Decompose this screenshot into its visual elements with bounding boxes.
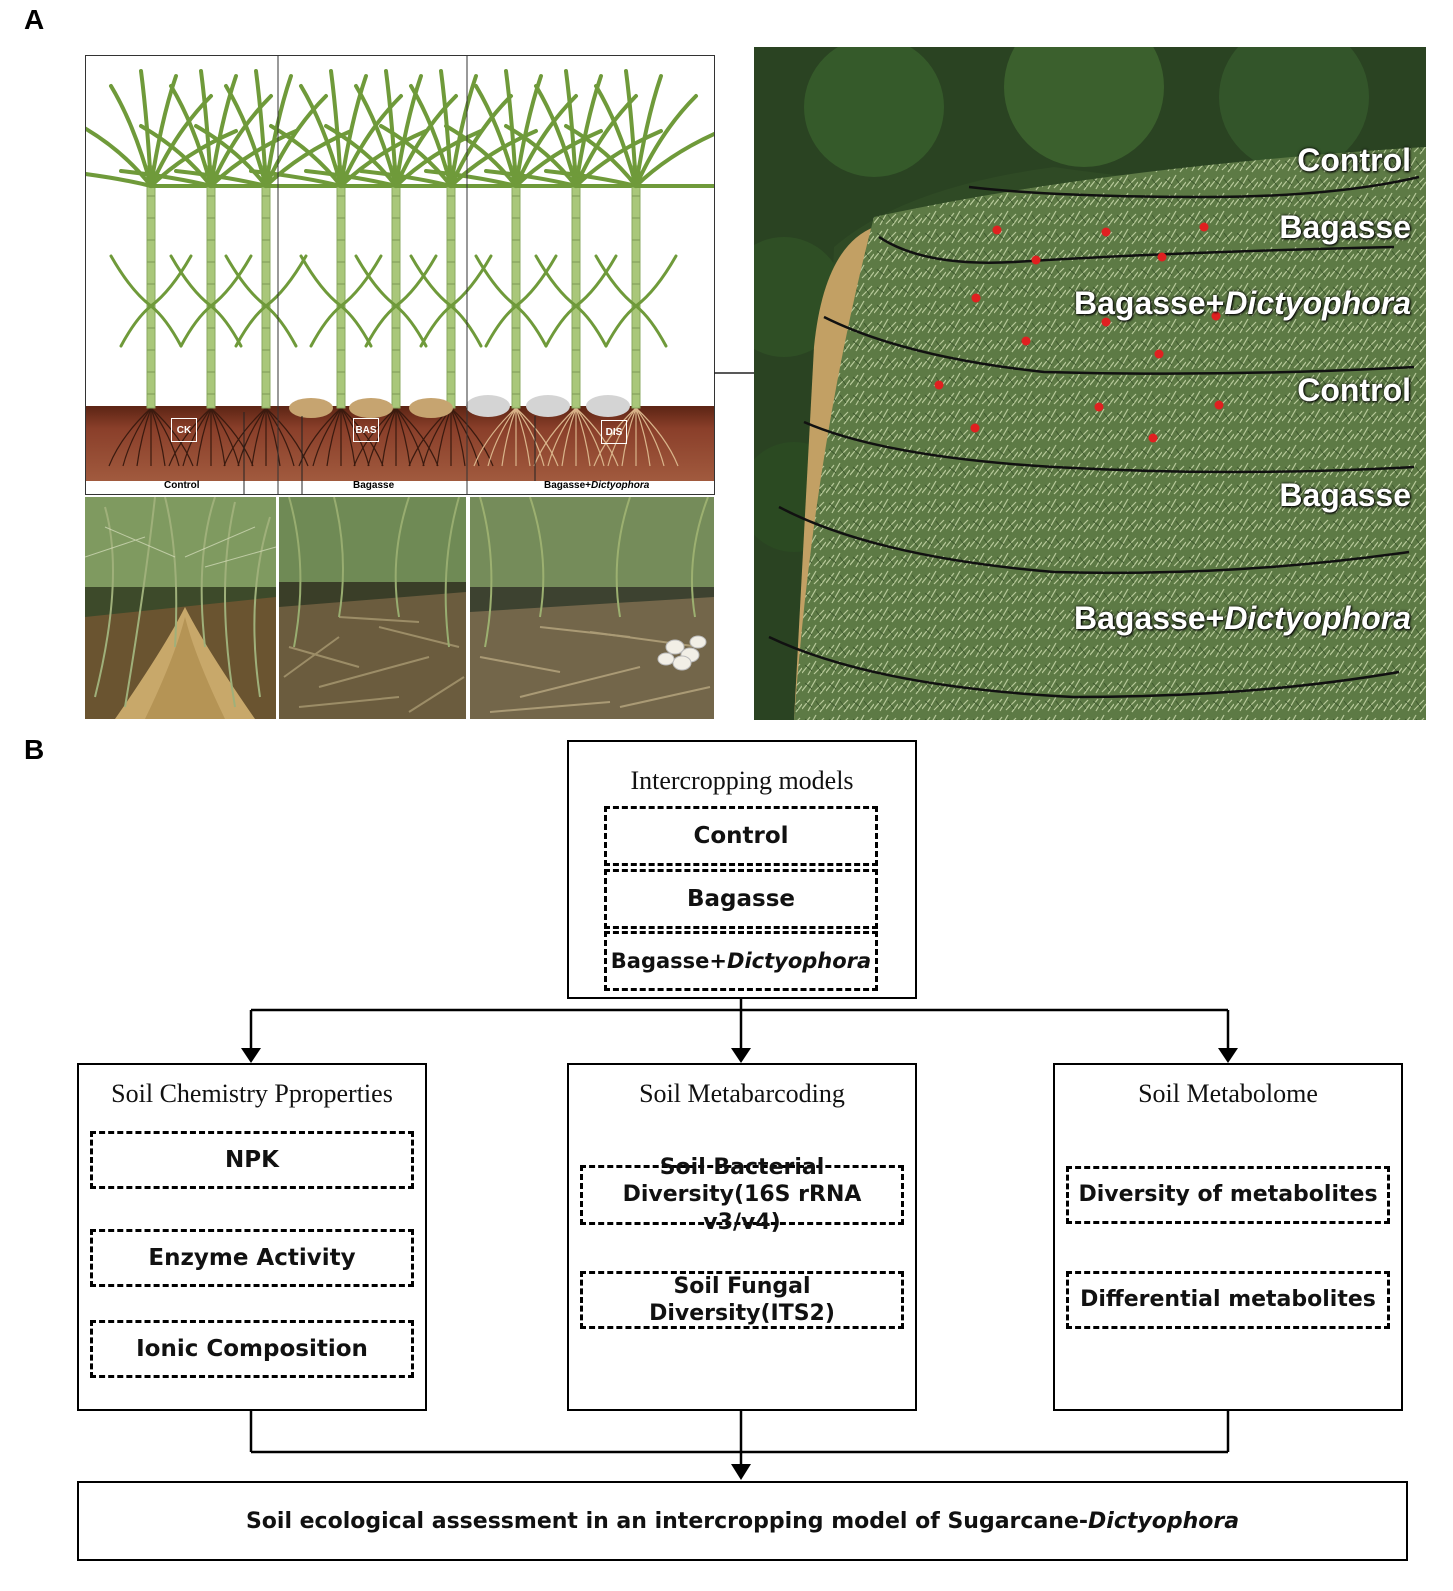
section-label-control: Control bbox=[164, 480, 200, 491]
model-bagasse: Bagasse bbox=[604, 869, 878, 929]
field-photo-bagasse bbox=[279, 497, 466, 719]
aerial-label-bagasse-dictyophora-1: Bagasse+Dictyophora bbox=[1073, 285, 1411, 321]
sample-point bbox=[934, 380, 944, 390]
ecological-assessment-box: Soil ecological assessment in an intercr… bbox=[77, 1481, 1408, 1561]
npk-item: NPK bbox=[90, 1131, 414, 1189]
sample-point bbox=[1157, 252, 1167, 262]
field-photo-control bbox=[85, 497, 276, 719]
sample-point bbox=[1031, 255, 1041, 265]
sample-point bbox=[1101, 227, 1111, 237]
panel-a-connector bbox=[714, 372, 756, 374]
sugarcane-plant bbox=[119, 69, 303, 467]
aerial-label-bagasse-dictyophora-2: Bagasse+Dictyophora bbox=[1073, 600, 1411, 636]
enzyme-activity-item: Enzyme Activity bbox=[90, 1229, 414, 1287]
sample-point bbox=[992, 225, 1002, 235]
model-bagasse-dictyophora: Bagasse+Dictyophora bbox=[604, 931, 878, 991]
sample-point bbox=[971, 293, 981, 303]
section-label-bagasse-dictyophora: Bagasse+Dictyophora bbox=[544, 480, 650, 491]
intercropping-models-title: Intercropping models bbox=[630, 766, 854, 795]
sugarcane-plant bbox=[424, 69, 608, 467]
aerial-label-control-1: Control bbox=[1297, 142, 1411, 178]
field-photo-bagasse-dictyophora bbox=[470, 497, 714, 719]
model-control: Control bbox=[604, 806, 878, 866]
metabolite-diversity-item: Diversity of metabolites bbox=[1066, 1166, 1390, 1224]
sample-point bbox=[1094, 402, 1104, 412]
soil-tag-dis: DIS bbox=[601, 420, 627, 444]
soil-metabarcoding-title: Soil Metabarcoding bbox=[639, 1079, 845, 1108]
bagasse-pile bbox=[409, 398, 453, 418]
soil-tag-ck: CK bbox=[171, 418, 197, 442]
sample-point bbox=[970, 423, 980, 433]
sample-point bbox=[1154, 349, 1164, 359]
soil-metabarcoding-box: Soil Metabarcoding bbox=[567, 1063, 917, 1411]
panel-label-b: B bbox=[24, 734, 45, 765]
sample-point bbox=[1148, 433, 1158, 443]
aerial-label-bagasse-2: Bagasse bbox=[1279, 477, 1411, 513]
sugarcane-plant bbox=[544, 69, 714, 467]
bagasse-pile bbox=[349, 398, 393, 418]
dictyophora-mound bbox=[586, 395, 630, 417]
aerial-field-photo: Control Bagasse Bagasse+Dictyophora Cont… bbox=[754, 47, 1426, 720]
sample-point bbox=[1211, 311, 1221, 321]
sample-point bbox=[1214, 400, 1224, 410]
soil-metabolome-title: Soil Metabolome bbox=[1138, 1079, 1318, 1108]
sample-point bbox=[1199, 222, 1209, 232]
differential-metabolites-item: Differential metabolites bbox=[1066, 1271, 1390, 1329]
sample-point bbox=[1101, 317, 1111, 327]
panel-label-a: A bbox=[24, 4, 45, 35]
ecological-assessment-text: Soil ecological assessment in an intercr… bbox=[245, 1508, 1240, 1534]
ionic-composition-item: Ionic Composition bbox=[90, 1320, 414, 1378]
fungal-diversity-item: Soil Fungal Diversity(ITS2) bbox=[580, 1271, 904, 1329]
soil-chemistry-title: Soil Chemistry Pproperties bbox=[111, 1079, 393, 1108]
sample-point bbox=[1021, 336, 1031, 346]
section-label-bagasse: Bagasse bbox=[353, 480, 395, 491]
soil-tag-bas: BAS bbox=[353, 418, 379, 442]
sugarcane-plant bbox=[86, 69, 243, 467]
bagasse-pile bbox=[289, 398, 333, 418]
dictyophora-mound bbox=[526, 395, 570, 417]
soil-metabolome-box: Soil Metabolome bbox=[1053, 1063, 1403, 1411]
dictyophora-mound bbox=[466, 395, 510, 417]
aerial-label-bagasse-1: Bagasse bbox=[1279, 209, 1411, 245]
bacterial-diversity-item: Soil Bacterial Diversity(16S rRNA v3/v4) bbox=[580, 1155, 904, 1235]
aerial-label-control-2: Control bbox=[1297, 372, 1411, 408]
soil-chemistry-box: Soil Chemistry Pproperties bbox=[77, 1063, 427, 1411]
treatment-illustration: CK BAS DIS Control Bagasse Bagasse+Dicty… bbox=[85, 55, 715, 495]
